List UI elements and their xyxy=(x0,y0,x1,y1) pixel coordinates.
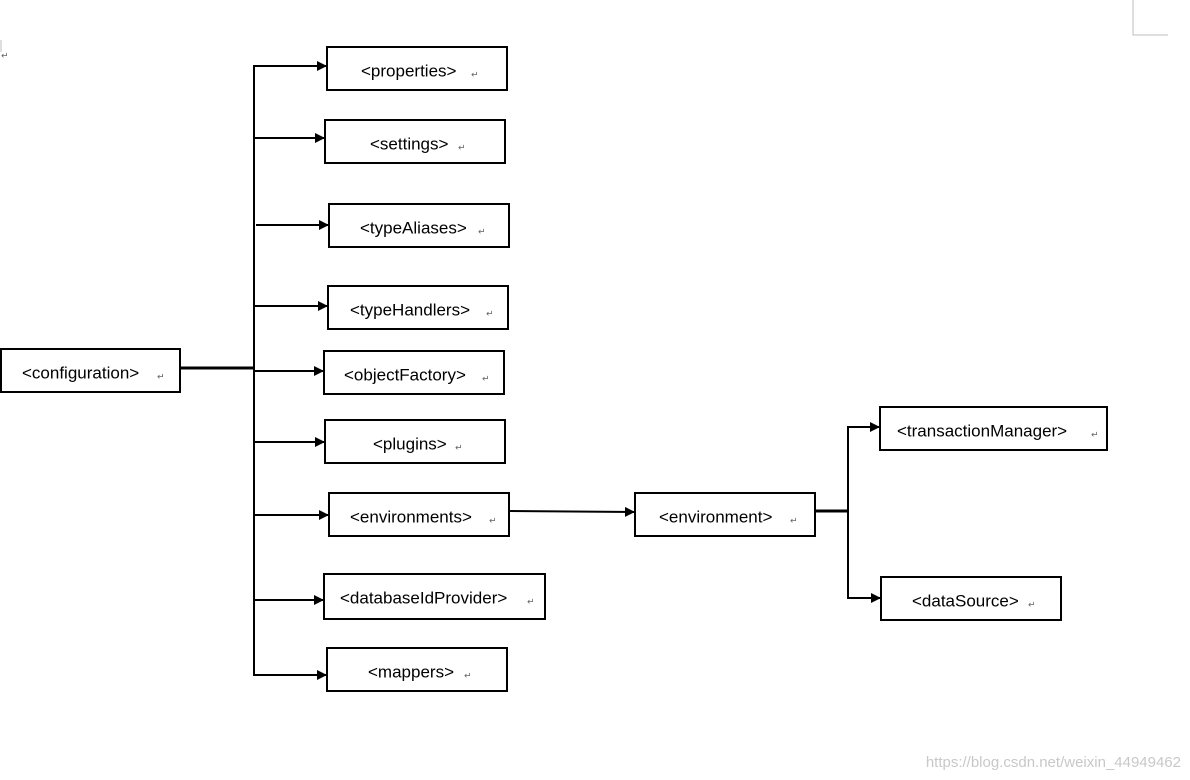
node-settings: <settings> ↵ xyxy=(324,119,506,164)
node-environments: <environments> ↵ xyxy=(328,492,510,537)
paragraph-mark: ↵ xyxy=(464,672,472,682)
paragraph-mark: ↵ xyxy=(482,375,490,385)
node-label: <dataSource> xyxy=(912,591,1019,610)
node-typeAliases: <typeAliases> ↵ xyxy=(328,203,510,248)
node-label: <objectFactory> xyxy=(344,365,466,384)
node-label: <configuration> xyxy=(22,363,139,382)
node-label: <plugins> xyxy=(373,434,447,453)
node-typeHandlers: <typeHandlers> ↵ xyxy=(327,285,509,330)
paragraph-mark: ↵ xyxy=(157,373,165,383)
node-label: <databaseIdProvider> xyxy=(340,588,507,607)
paragraph-mark: ↵ xyxy=(1028,601,1036,611)
paragraph-mark: ↵ xyxy=(527,598,535,608)
page-corner-mark xyxy=(1132,0,1168,36)
node-configuration: <configuration> ↵ xyxy=(0,348,181,393)
paragraph-mark: ↵ xyxy=(1,52,9,62)
node-properties: <properties> ↵ xyxy=(326,46,508,91)
node-dataSource: <dataSource> ↵ xyxy=(880,576,1062,621)
paragraph-mark: ↵ xyxy=(471,71,479,81)
paragraph-mark: ↵ xyxy=(458,144,466,154)
paragraph-mark: ↵ xyxy=(455,444,463,454)
node-label: <environments> xyxy=(350,507,472,526)
node-label: <typeHandlers> xyxy=(350,300,470,319)
paragraph-mark: ↵ xyxy=(1091,431,1099,441)
node-label: <settings> xyxy=(370,134,449,153)
node-databaseIdProvider: <databaseIdProvider> ↵ xyxy=(323,573,546,620)
node-objectFactory: <objectFactory> ↵ xyxy=(323,350,505,395)
paragraph-mark: ↵ xyxy=(486,310,494,320)
paragraph-mark: ↵ xyxy=(790,517,798,527)
node-mappers: <mappers> ↵ xyxy=(326,647,508,692)
paragraph-mark: ↵ xyxy=(478,228,486,238)
node-transactionManager: <transactionManager> ↵ xyxy=(879,406,1108,451)
watermark: https://blog.csdn.net/weixin_44949462 xyxy=(926,754,1181,771)
node-label: <environment> xyxy=(659,507,772,526)
node-environment: <environment> ↵ xyxy=(634,492,816,537)
node-label: <transactionManager> xyxy=(897,421,1067,440)
node-label: <typeAliases> xyxy=(360,218,467,237)
node-label: <properties> xyxy=(361,61,457,80)
paragraph-mark: ↵ xyxy=(489,517,497,527)
node-label: <mappers> xyxy=(368,662,454,681)
node-plugins: <plugins> ↵ xyxy=(324,419,506,464)
connector-environments-environment xyxy=(508,506,635,517)
